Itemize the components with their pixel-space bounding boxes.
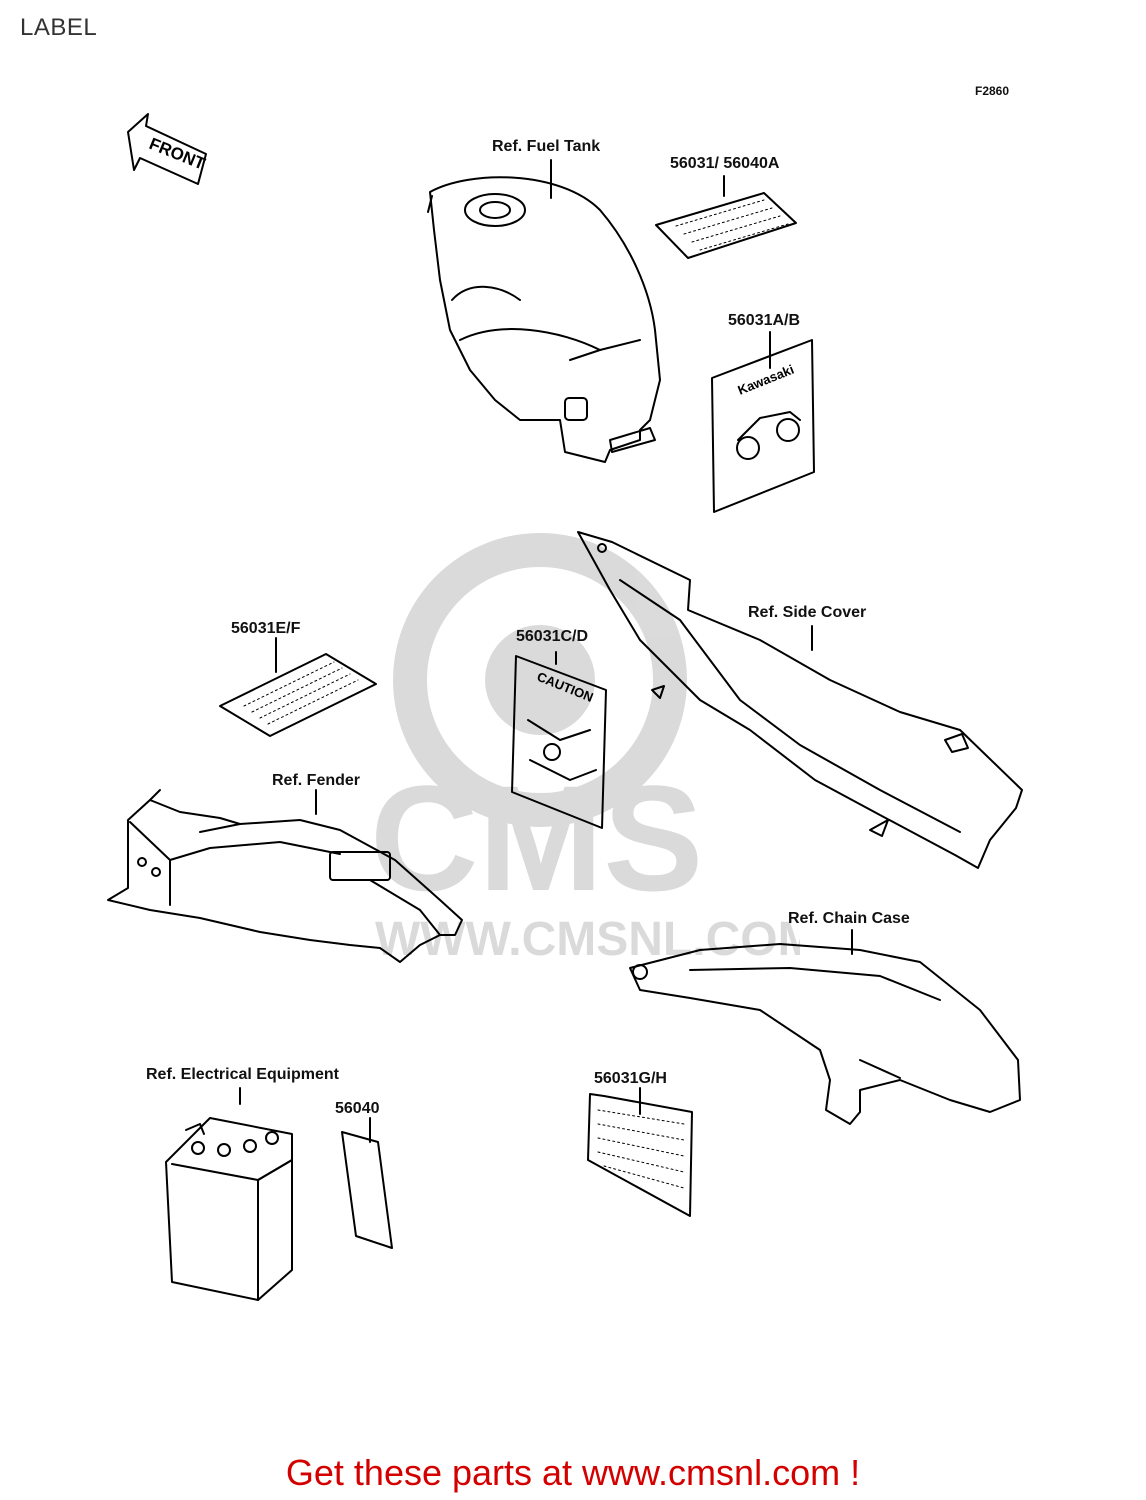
decal-ab-text: Kawasaki — [736, 362, 797, 398]
label-56031cd-decal — [511, 655, 607, 829]
label-56031-56040a-sticker — [655, 192, 797, 259]
front-arrow: FRONT — [127, 113, 208, 185]
ref-fender-label: Ref. Fender — [272, 772, 361, 789]
part-56031ab-label: 56031A/B — [728, 312, 801, 329]
ref-side-cover-label: Ref. Side Cover — [748, 604, 867, 621]
fender-drawing — [107, 789, 463, 963]
watermark-url: WWW.CMSNL.COM — [375, 913, 800, 966]
part-56031-56040a-label: 56031/ 56040A — [670, 155, 780, 172]
part-56031ef-label: 56031E/F — [231, 620, 301, 637]
part-56031cd-label: 56031C/D — [516, 628, 589, 645]
fuel-tank-drawing — [427, 176, 661, 463]
label-56031gh-sticker — [587, 1093, 693, 1217]
label-56040-sticker — [341, 1131, 393, 1249]
footer-promo-link[interactable]: Get these parts at www.cmsnl.com ! — [285, 1452, 861, 1493]
diagram-code: F2860 — [975, 84, 1010, 98]
battery-drawing — [165, 1117, 293, 1301]
cmsnl-watermark: CMS WWW.CMSNL.COM — [370, 533, 800, 966]
label-56031ab-decal — [711, 339, 815, 513]
ref-chain-case-label: Ref. Chain Case — [788, 910, 910, 927]
side-cover-drawing — [577, 531, 1023, 869]
part-56031gh-label: 56031G/H — [594, 1070, 667, 1087]
label-56031ef-sticker — [219, 653, 377, 737]
chain-case-drawing — [629, 943, 1021, 1125]
ref-electrical-equipment-label: Ref. Electrical Equipment — [146, 1066, 339, 1083]
ref-fuel-tank-label: Ref. Fuel Tank — [492, 138, 601, 155]
part-56040-label: 56040 — [335, 1100, 380, 1117]
page-title: LABEL — [20, 14, 98, 41]
watermark-brand: CMS — [370, 754, 703, 922]
